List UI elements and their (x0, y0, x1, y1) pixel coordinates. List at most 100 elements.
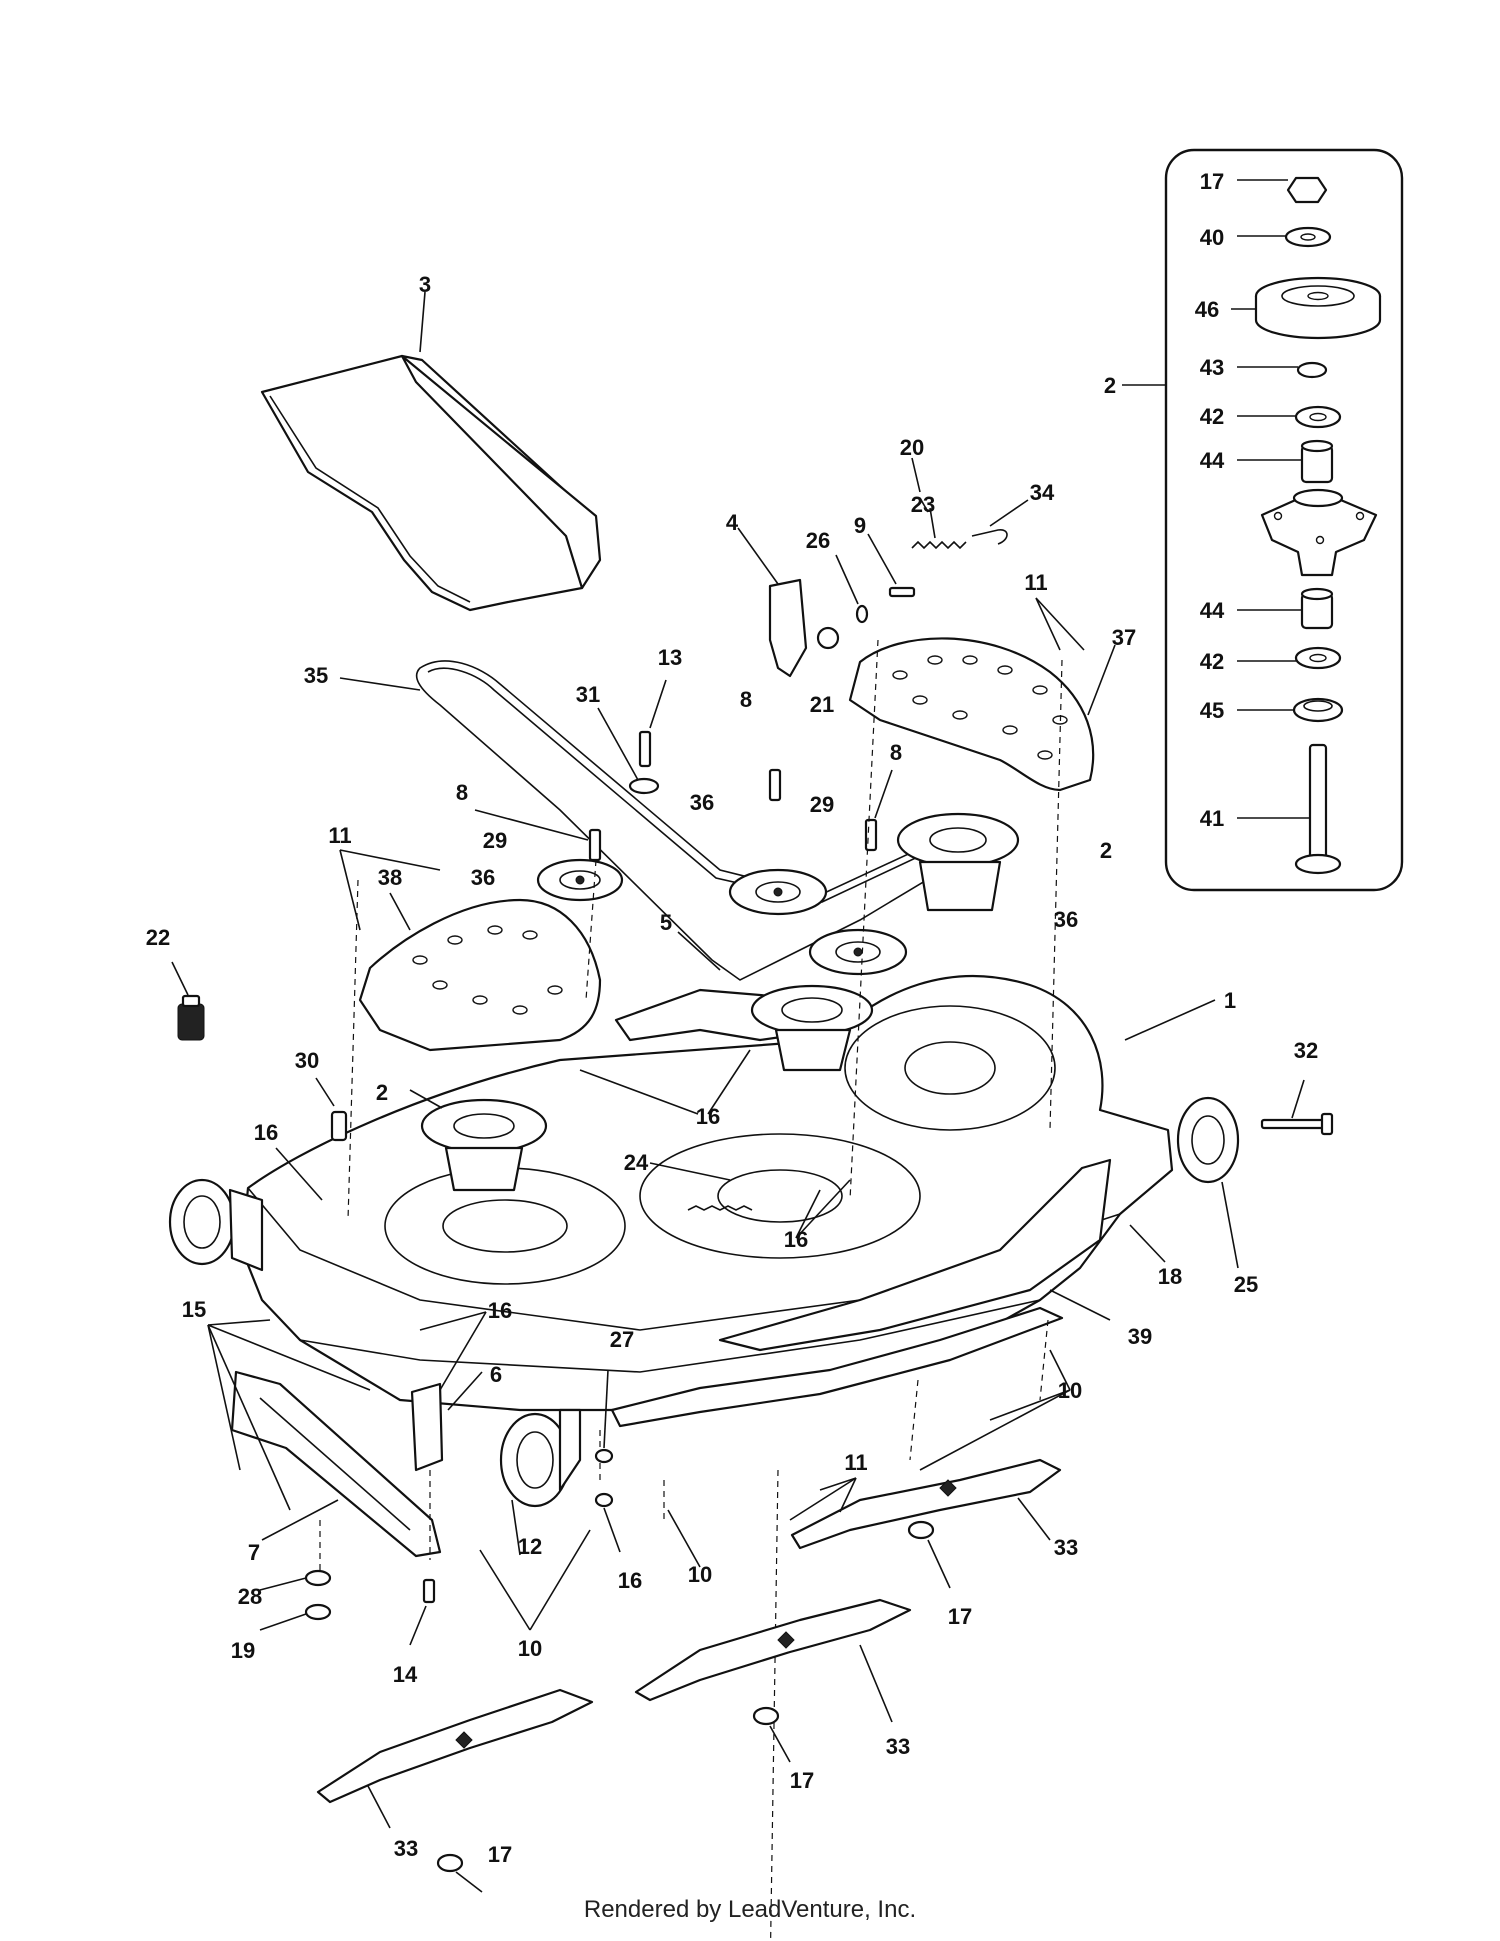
footer-credit: Rendered by LeadVenture, Inc. (583, 1896, 917, 1923)
discharge-deflector (260, 291, 602, 612)
callout-12: 12 (518, 1534, 542, 1559)
callout-20: 20 (900, 435, 924, 460)
callout-2-inset: 2 (1104, 373, 1116, 398)
callout-44-upper: 44 (1200, 448, 1225, 473)
callout-16-bottom: 16 (618, 1568, 642, 1593)
callout-17-inset: 17 (1200, 169, 1224, 194)
callout-43: 43 (1200, 355, 1224, 380)
callout-11-left: 11 (328, 823, 351, 848)
left-pulley-cover (358, 892, 602, 1052)
callout-34: 34 (1030, 480, 1055, 505)
callout-38: 38 (378, 865, 402, 890)
callout-27: 27 (610, 1327, 634, 1352)
small-hardware (259, 1369, 701, 1646)
callout-17-left: 17 (488, 1842, 512, 1867)
spring-tension (911, 499, 1029, 550)
idler-pulley-right (808, 928, 908, 976)
blade-left (316, 1688, 594, 1829)
callout-39: 39 (1128, 1324, 1152, 1349)
callout-21: 21 (810, 692, 834, 717)
callout-30: 30 (295, 1048, 319, 1073)
zerk-fitting (171, 961, 205, 1041)
callout-18: 18 (1158, 1264, 1182, 1289)
spindle-right (896, 812, 1020, 912)
deck-baffle (610, 1289, 1111, 1428)
pin-20 (911, 457, 929, 513)
mower-deck-shell (240, 974, 1216, 1412)
callout-2-left: 2 (376, 1080, 388, 1105)
callout-16-lower: 16 (784, 1227, 808, 1252)
callout-29-center: 29 (810, 792, 834, 817)
callout-6: 6 (490, 1362, 502, 1387)
callout-32: 32 (1294, 1038, 1318, 1063)
callout-8-left: 8 (456, 780, 468, 805)
bolt-13 (638, 679, 667, 768)
gauge-wheel-left (168, 1178, 264, 1272)
callout-7: 7 (248, 1540, 260, 1565)
callout-28: 28 (238, 1584, 262, 1609)
callout-16-center: 16 (696, 1104, 720, 1129)
callout-33-right: 33 (1054, 1535, 1078, 1560)
idler-arm (737, 527, 840, 678)
callout-16-front: 16 (488, 1298, 512, 1323)
callout-4: 4 (726, 510, 739, 535)
callout-8-center: 8 (740, 687, 752, 712)
hanger-bracket (410, 1371, 483, 1472)
fitting-30 (315, 1077, 348, 1142)
callout-11-top: 11 (1024, 570, 1047, 595)
callout-10-center: 10 (688, 1562, 712, 1587)
callout-29-left: 29 (483, 828, 507, 853)
blade-nuts (436, 1520, 951, 1893)
axle-bolt (1260, 1079, 1334, 1136)
front-bracket (230, 1370, 442, 1558)
idler-pulley-left (536, 858, 624, 902)
callout-33-left: 33 (394, 1836, 418, 1861)
blade-right (790, 1458, 1062, 1550)
callout-37: 37 (1112, 625, 1136, 650)
blade-center (634, 1598, 912, 1723)
callout-46: 46 (1195, 297, 1219, 322)
callout-23: 23 (911, 492, 935, 517)
right-pulley-cover (848, 637, 1116, 792)
spindle-assembly-inset (1122, 148, 1404, 892)
bolt-9 (867, 533, 916, 598)
idler-pulley-center (728, 868, 828, 916)
callout-42-upper: 42 (1200, 404, 1224, 429)
callout-36-left: 36 (471, 865, 495, 890)
gauge-wheel-right (1176, 1096, 1240, 1269)
callout-11-bottom: 11 (844, 1450, 867, 1475)
washer-31 (597, 707, 660, 795)
callout-9: 9 (854, 513, 866, 538)
callout-2-right: 2 (1100, 838, 1112, 863)
callout-17-right: 17 (948, 1604, 972, 1629)
callout-15: 15 (182, 1297, 206, 1322)
callout-3: 3 (419, 272, 431, 297)
callout-42-lower: 42 (1200, 649, 1224, 674)
callout-16-left: 16 (254, 1120, 278, 1145)
callout-8-right: 8 (890, 740, 902, 765)
washer-26 (835, 554, 869, 624)
callout-26: 26 (806, 528, 830, 553)
callout-22: 22 (146, 925, 170, 950)
callout-35: 35 (304, 663, 328, 688)
callout-36-right: 36 (1054, 907, 1078, 932)
callout-17-center: 17 (790, 1768, 814, 1793)
callout-25: 25 (1234, 1272, 1258, 1297)
callout-41: 41 (1200, 806, 1224, 831)
callout-13: 13 (658, 645, 682, 670)
callout-10-left: 10 (518, 1636, 542, 1661)
callout-40: 40 (1200, 225, 1224, 250)
callout-14: 14 (393, 1662, 418, 1687)
callout-1: 1 (1224, 988, 1236, 1013)
callout-24: 24 (624, 1150, 649, 1175)
leader-lines (207, 597, 1085, 1631)
callout-36-center: 36 (690, 790, 714, 815)
spindle-left (409, 1089, 548, 1192)
gauge-wheel-center (499, 1408, 582, 1556)
callout-labels: 17 40 46 2 43 42 44 44 42 45 41 3 20 34 … (146, 169, 1318, 1867)
spindle-center (750, 984, 874, 1072)
callout-31: 31 (576, 682, 600, 707)
callout-44-lower: 44 (1200, 598, 1225, 623)
callout-45: 45 (1200, 698, 1224, 723)
